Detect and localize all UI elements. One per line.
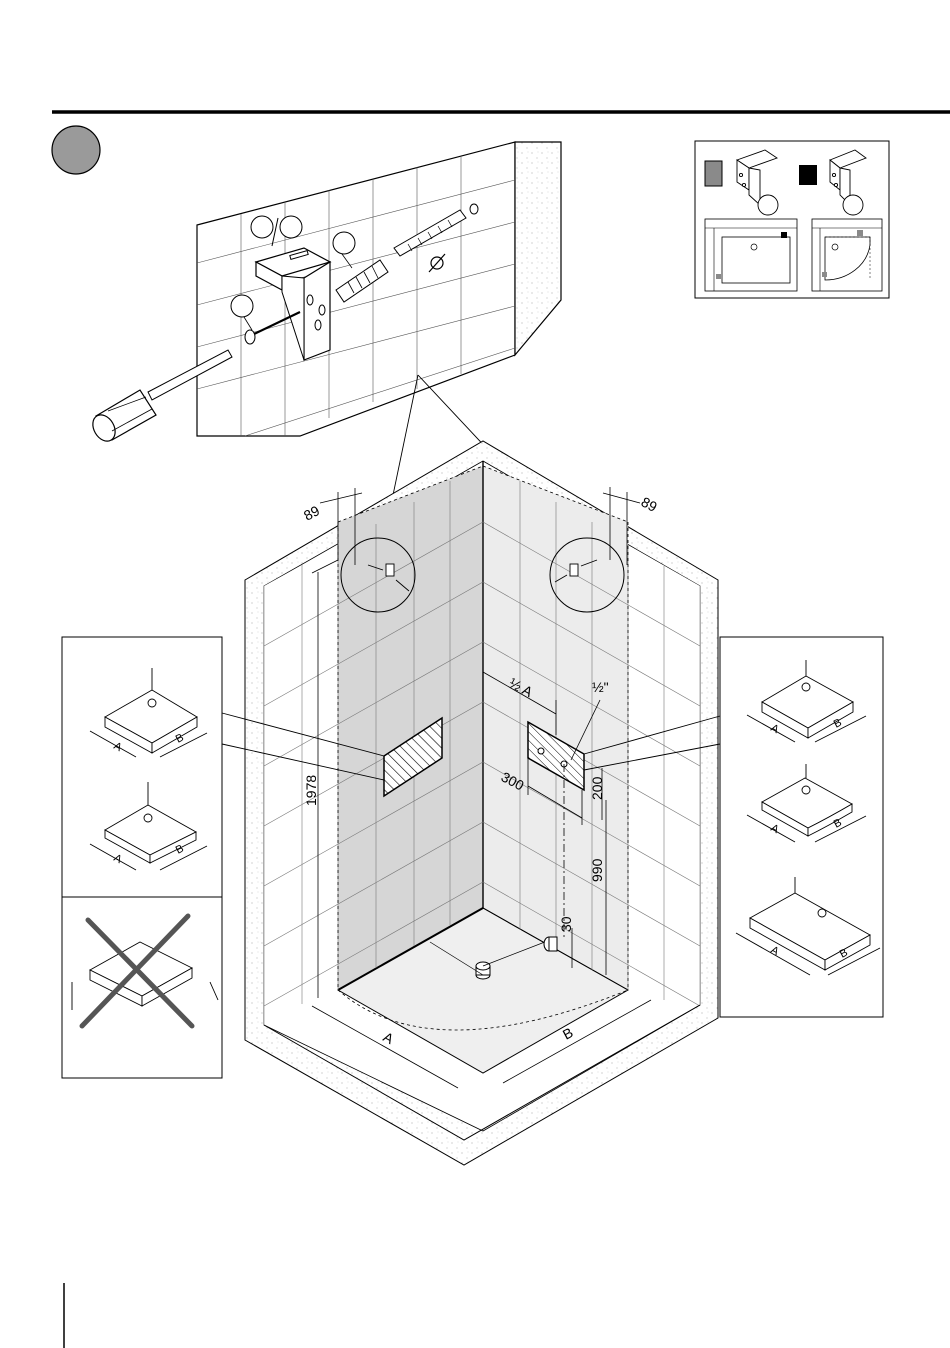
shower-enclosure-drawing: 89 89 1978 ½ A ½" 300 200 990 30 A B <box>222 441 720 1165</box>
part-callout-bracket-a <box>251 216 273 238</box>
grey-key-swatch <box>705 161 722 186</box>
bracket-position-legend <box>695 141 889 298</box>
dim-height-total: 1978 <box>303 775 319 806</box>
part-callout-plug <box>333 232 355 254</box>
dim-outlet-height: 990 <box>589 858 605 882</box>
dim-offset-right: 89 <box>639 494 660 516</box>
part-callout-bracket-b <box>280 216 302 238</box>
dim-offset-left: 89 <box>301 502 322 524</box>
dim-floor-offset: 30 <box>558 916 574 932</box>
step-number-circle <box>52 126 100 174</box>
detail-wall-side <box>515 142 561 355</box>
waste-pipe-icon <box>544 937 557 951</box>
left-wall-panel <box>338 466 483 990</box>
dim-box-height: 200 <box>589 776 605 800</box>
part-callout-screw <box>231 295 253 317</box>
left-tray-panel: A B A B <box>62 637 222 1078</box>
black-key-swatch <box>799 165 817 185</box>
dim-pipe-size: ½" <box>592 679 609 695</box>
right-tray-panel: A B A B A B <box>720 637 883 1017</box>
